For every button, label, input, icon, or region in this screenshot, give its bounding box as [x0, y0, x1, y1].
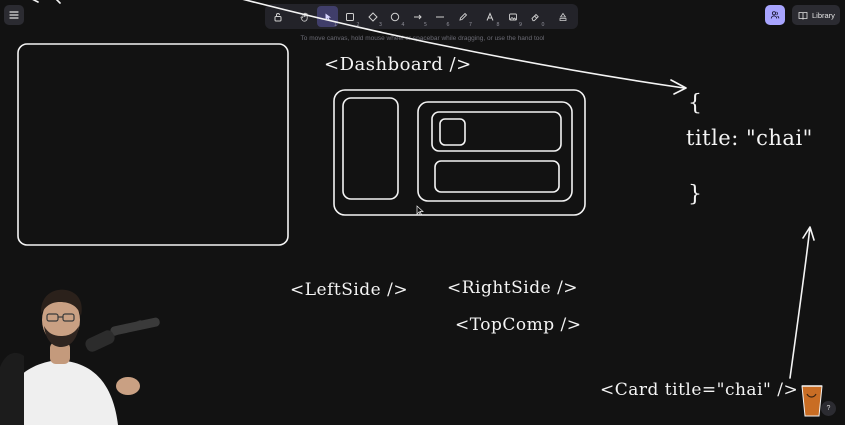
image-tool[interactable]: 9	[502, 6, 523, 28]
shortcut-number: 3	[378, 22, 382, 28]
lock-tool[interactable]	[267, 6, 288, 27]
mouse-cursor	[416, 205, 424, 216]
rectangle-icon	[346, 12, 354, 21]
collaborate-button[interactable]	[765, 5, 785, 25]
avatar-square[interactable]	[439, 118, 466, 146]
rightside-label[interactable]: <RightSide />	[447, 278, 579, 298]
dashboard-label[interactable]: <Dashboard />	[324, 54, 472, 75]
hamburger-icon	[9, 11, 19, 19]
shortcut-number: 5	[423, 22, 427, 28]
draw-tool[interactable]: 7	[452, 6, 473, 28]
shapes-icon	[559, 12, 566, 21]
partial-stroke[interactable]	[30, 0, 61, 4]
more-tools[interactable]	[552, 6, 573, 27]
leftside-panel[interactable]	[342, 97, 399, 200]
ellipse-icon	[390, 12, 400, 21]
rightside-panel[interactable]	[417, 101, 573, 202]
eraser-tool[interactable]: 0	[525, 6, 546, 28]
topcomp-label[interactable]: <TopComp />	[455, 315, 582, 335]
shortcut-number: 1	[333, 22, 337, 28]
pencil-icon	[458, 12, 467, 21]
shortcut-number: 8	[496, 22, 500, 28]
main-menu-button[interactable]	[4, 5, 24, 25]
users-icon	[770, 11, 780, 19]
canvas-hint: To move canvas, hold mouse wheel or spac…	[300, 35, 545, 42]
shortcut-number: 6	[446, 22, 450, 28]
shortcut-number: 2	[356, 22, 360, 28]
presenter-webcam	[0, 289, 160, 425]
long-arrow[interactable]	[238, 0, 687, 95]
shortcut-number: 0	[541, 22, 545, 28]
card-label[interactable]: <Card title="chai" />	[600, 380, 799, 400]
text-icon	[486, 11, 494, 21]
lock-icon	[274, 12, 281, 21]
arrow-tool[interactable]: 5	[407, 6, 428, 28]
book-icon	[798, 11, 808, 20]
dashboard-frame[interactable]	[333, 89, 586, 216]
tools-toolbar: 1 2 3 4 5 6 7	[265, 4, 578, 29]
shortcut-number: 7	[468, 22, 472, 28]
eraser-icon	[531, 13, 539, 21]
library-button[interactable]: Library	[792, 5, 840, 25]
rectangle-tool[interactable]: 2	[340, 6, 361, 28]
diamond-icon	[367, 11, 378, 22]
cup-sticker-icon	[801, 385, 823, 417]
diamond-tool[interactable]: 3	[362, 6, 383, 28]
text-tool[interactable]: 8	[480, 6, 501, 28]
image-icon	[508, 13, 517, 20]
help-button[interactable]: ?	[821, 401, 836, 416]
object-body[interactable]: title: "chai"	[686, 126, 813, 150]
help-icon: ?	[826, 405, 831, 412]
shortcut-number: 9	[518, 22, 522, 28]
pointer-icon	[325, 13, 331, 21]
card-arrow[interactable]	[789, 226, 815, 379]
library-label: Library	[812, 10, 835, 20]
shortcut-number: 4	[401, 22, 405, 28]
object-close-brace[interactable]: }	[688, 182, 703, 207]
arrow-icon	[413, 14, 422, 19]
empty-rectangle[interactable]	[17, 43, 289, 246]
bottom-box[interactable]	[434, 160, 560, 193]
topcomp-box[interactable]	[431, 111, 562, 152]
ellipse-tool[interactable]: 4	[385, 6, 406, 28]
object-open-brace[interactable]: {	[688, 91, 703, 116]
line-icon	[436, 16, 444, 17]
leftside-label[interactable]: <LeftSide />	[290, 280, 409, 300]
line-tool[interactable]: 6	[430, 6, 451, 28]
